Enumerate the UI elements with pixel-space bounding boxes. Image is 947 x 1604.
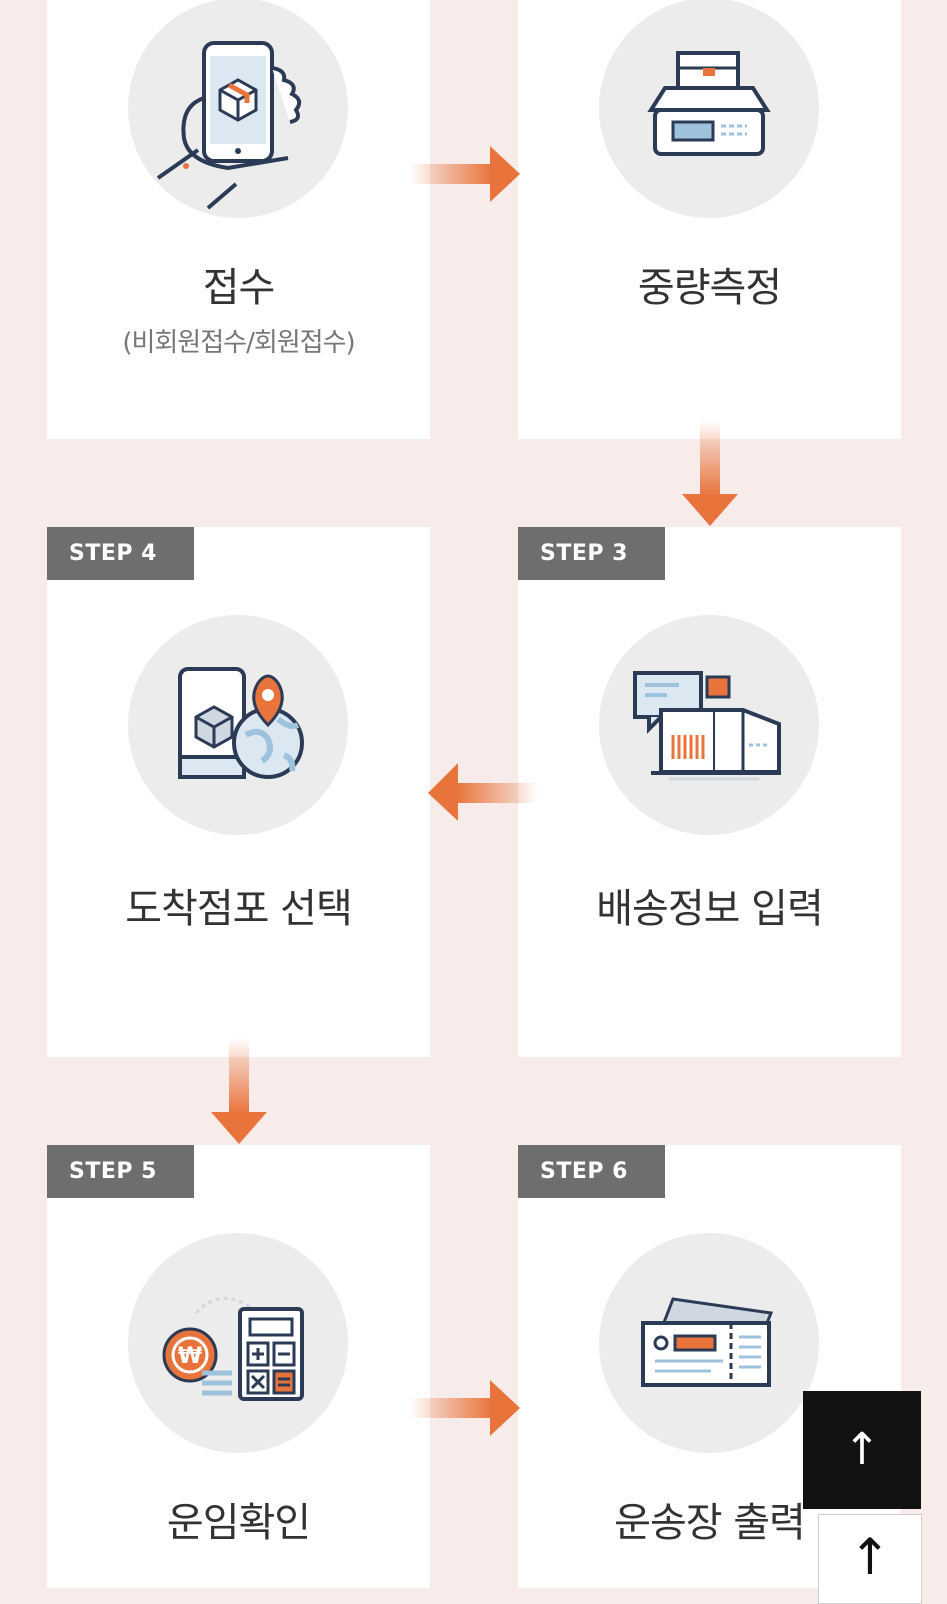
calculator-won-icon: ₩ xyxy=(128,1233,348,1453)
step-card-5: STEP 5 ₩ 운임확인 xyxy=(47,1145,430,1588)
shipping-info-icon xyxy=(599,615,819,835)
step-card-4: STEP 4 도착점포 선택 xyxy=(47,527,430,1057)
step-title: 중량측정 xyxy=(637,265,782,311)
arrow-right-icon xyxy=(410,146,520,206)
scroll-to-top-button[interactable]: ↑ xyxy=(803,1391,921,1509)
scroll-to-top-outline-button[interactable]: ↑ xyxy=(818,1514,922,1604)
phone-package-icon xyxy=(128,0,348,218)
arrow-down-icon xyxy=(680,420,740,528)
step-badge: STEP 4 xyxy=(47,527,194,580)
scale-icon xyxy=(599,0,819,218)
arrow-down-icon xyxy=(209,1038,269,1146)
arrow-right-icon xyxy=(410,1380,520,1440)
step-badge: STEP 3 xyxy=(518,527,665,580)
step-card-3: STEP 3 배송정보 입력 xyxy=(518,527,901,1057)
waybill-ticket-icon xyxy=(599,1233,819,1453)
step-card-1: 접수 (비회원접수/회원접수) xyxy=(47,0,430,439)
location-globe-icon xyxy=(128,615,348,835)
step-title: 운송장 출력 xyxy=(614,1500,806,1546)
step-card-2: 중량측정 xyxy=(518,0,901,439)
step-subtitle: (비회원접수/회원접수) xyxy=(122,328,355,358)
svg-text:₩: ₩ xyxy=(178,1344,202,1369)
step-title: 배송정보 입력 xyxy=(596,886,824,932)
step-badge: STEP 6 xyxy=(518,1145,665,1198)
step-title: 도착점포 선택 xyxy=(125,886,353,932)
step-title: 접수 xyxy=(202,265,276,311)
arrow-left-icon xyxy=(428,763,538,823)
step-badge: STEP 5 xyxy=(47,1145,194,1198)
step-title: 운임확인 xyxy=(166,1500,311,1546)
